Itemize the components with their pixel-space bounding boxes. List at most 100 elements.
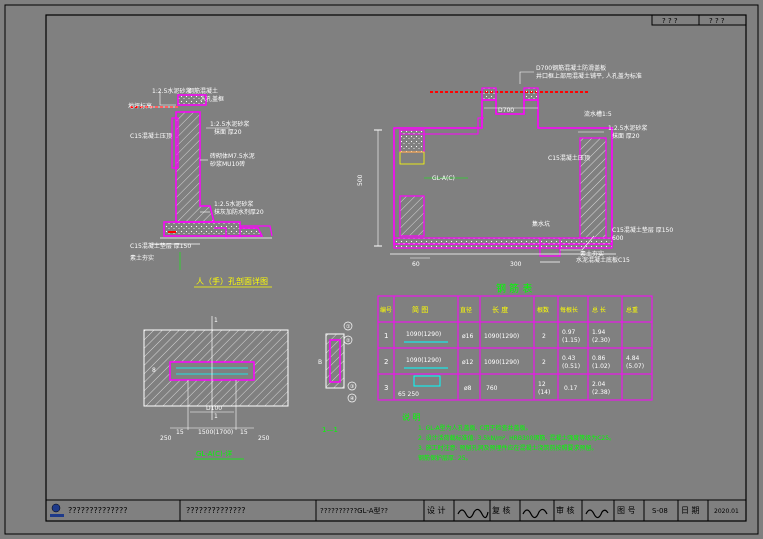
section-1-1-detail xyxy=(143,316,289,430)
rebar-header: 直径 xyxy=(460,306,472,314)
rebar-cell: 1090(1290) xyxy=(406,331,441,338)
section-1-1-label: 250 xyxy=(160,435,172,442)
detail-a-label: C15混凝土垫层 厚150 xyxy=(130,242,191,250)
drawing-frame xyxy=(45,14,747,522)
designer-signature xyxy=(457,508,489,519)
rebar-cell: 2 xyxy=(542,359,546,366)
rebar-header: 每根长 xyxy=(560,306,578,314)
date: 2020.01 xyxy=(714,508,739,515)
rebar-cell: 3 xyxy=(384,384,388,392)
rebar-table xyxy=(377,295,653,401)
title-block xyxy=(46,499,746,521)
design-label: 设 计 xyxy=(427,505,446,515)
section-label: 水泥混凝土底板C15 xyxy=(576,256,630,264)
checker-signature xyxy=(522,508,548,519)
section-1-1-label: D100 xyxy=(206,405,222,412)
detail-a-label: 人孔盖框 xyxy=(200,95,224,103)
rebar-cell: 0.86(1.02) xyxy=(592,355,610,370)
rebar-header: 简 图 xyxy=(412,305,428,314)
rebar-cell: 1090(1290) xyxy=(406,357,441,364)
review-label: 审 核 xyxy=(556,505,575,515)
rebar-header: 总重 xyxy=(626,306,638,314)
section-2-2-label: B xyxy=(318,359,322,366)
company-name: ?????????????? xyxy=(68,506,127,515)
rebar-cell: ø8 xyxy=(464,385,472,392)
rebar-header: 根数 xyxy=(537,306,549,314)
company-logo-icon xyxy=(51,503,61,513)
section-1-1-label: 8 xyxy=(152,367,156,374)
drawing-name: ??????????GL-A型?? xyxy=(320,506,388,515)
rebar-cell: 0.17 xyxy=(564,385,578,392)
detail-a-label: 地坪标高 xyxy=(128,102,152,110)
detail-a-title: 人（手）孔剖面详图 xyxy=(196,276,268,286)
check-label: 复 核 xyxy=(492,505,511,515)
rebar-cell: 4.84(5.07) xyxy=(626,355,644,370)
corner-label: ? ? ? xyxy=(709,17,725,25)
section-1-1-label: 1 xyxy=(214,413,218,420)
rebar-cell: 760 xyxy=(486,385,498,392)
corner-label: ? ? ? xyxy=(662,17,678,25)
main-manhole-section xyxy=(374,71,616,263)
rebar-header: 总 长 xyxy=(592,306,606,314)
rebar-cell: 2 xyxy=(384,358,388,366)
detail-a-manhole-section xyxy=(130,92,273,270)
rebar-cell: ø12 xyxy=(462,359,473,366)
section-label: 井口框上部用混凝土铺平, 人孔盖为标准 xyxy=(536,72,642,80)
rebar-cell: 12(14) xyxy=(538,381,550,396)
notes-line: 1. GL-A型为人孔盖板, C用于检查井盖板。 xyxy=(418,424,532,432)
section-label: D700钢筋混凝土防滑盖板 xyxy=(536,64,606,72)
section-1-1-label: 1 xyxy=(214,317,218,324)
detail-a-label: 抹灰加防水剂厚20 xyxy=(214,208,264,216)
rebar-cell: 1090(1290) xyxy=(484,359,519,366)
section-2-2-label: ② xyxy=(346,338,351,344)
detail-a-label: 抹面 厚20 xyxy=(214,128,242,136)
section-1-1-title: GL-A(C)-详 xyxy=(196,449,232,458)
date-label: 日 期 xyxy=(681,506,700,515)
detail-a-label: 1:2.5水泥砂浆 xyxy=(210,120,249,128)
detail-a-label: 1:2.5水泥砂浆 xyxy=(214,200,253,208)
section-2-2-label: ③ xyxy=(350,384,354,390)
rebar-table-title: 钢 筋 表 xyxy=(496,282,532,295)
section-1-1-label: 250 xyxy=(258,435,270,442)
rebar-cell: 65 250 xyxy=(398,391,419,398)
notes-title: 说 明 xyxy=(402,412,421,422)
drawing-no-label: 图 号 xyxy=(617,506,636,515)
rebar-cell: 2 xyxy=(542,333,546,340)
section-1-1-label: 15 xyxy=(240,429,248,436)
rebar-cell: 0.97(1.15) xyxy=(562,329,580,344)
section-1-1-label: 15 xyxy=(176,429,184,436)
section-label: 500 xyxy=(357,174,364,186)
section-label: 300 xyxy=(510,261,522,268)
section-2-2-label: ① xyxy=(346,324,351,330)
rebar-cell: 2.04(2.38) xyxy=(592,381,610,396)
section-label: D700 xyxy=(498,107,514,114)
detail-a-label: 砂浆MU10砖 xyxy=(210,160,245,168)
rebar-cell: ø16 xyxy=(462,333,473,340)
rebar-cell: 0.43(0.51) xyxy=(562,355,580,370)
section-1-1-label: 1500(1700) xyxy=(198,429,233,436)
detail-a-label: C15混凝土压顶 xyxy=(130,132,172,140)
reviewer-signature xyxy=(585,509,609,519)
rebar-header: 长 度 xyxy=(492,305,508,314)
section-label: 流水槽1:5 xyxy=(584,110,612,118)
drawing-no: S-08 xyxy=(652,507,668,515)
section-label: 60 xyxy=(412,261,420,268)
project-name: ?????????????? xyxy=(186,506,245,515)
section-label: 抹面 厚20 xyxy=(612,132,640,140)
rebar-header: 编号 xyxy=(380,306,392,314)
notes-line: 2. 设计活荷载标准值: 3.5kN/m², HRB300钢筋, 混凝土强度等级… xyxy=(418,434,615,442)
rebar-cell: 1090(1290) xyxy=(484,333,519,340)
section-label: 素土夯实 xyxy=(580,250,604,258)
section-2-2-title: 1—1 xyxy=(322,426,338,434)
detail-a-label: 1:2.5水泥砂浆 xyxy=(152,87,191,95)
section-label: 集水坑 xyxy=(532,220,550,228)
section-2-2-label: ④ xyxy=(350,396,355,402)
rebar-cell: 1 xyxy=(384,332,388,340)
section-label: C15混凝土垫层 厚150 xyxy=(612,226,673,234)
detail-a-label: 砖砌体M7.5水泥 xyxy=(210,152,255,160)
section-label: 1:2.5水泥砂浆 xyxy=(608,124,647,132)
section-label: 600 xyxy=(612,235,624,242)
notes-line: 钢筋保护层厚: 25。 xyxy=(418,454,472,462)
detail-a-label: 素土夯实 xyxy=(130,254,154,262)
